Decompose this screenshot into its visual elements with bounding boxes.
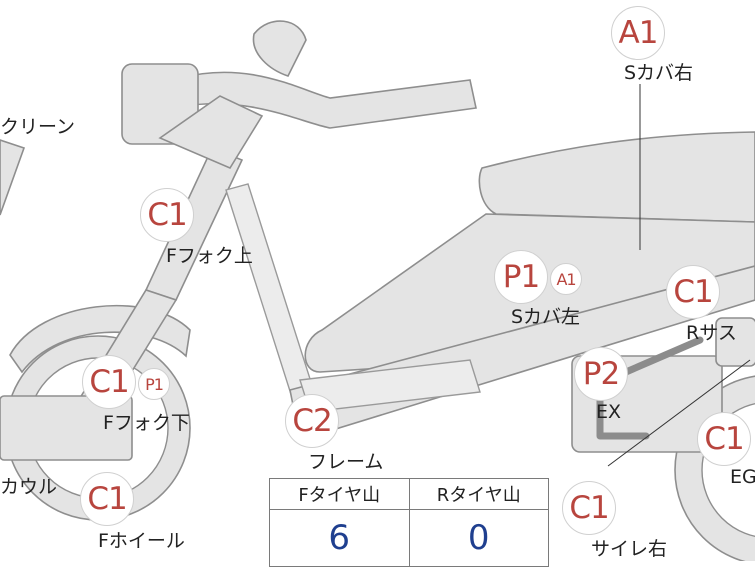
rear-tire-header: Rタイヤ山 (408, 478, 549, 510)
label-s-cover-right: Sカバ右 (624, 62, 694, 84)
label-screen: クリーン (0, 116, 76, 138)
badge-c1-fork-upper: C1 (140, 188, 194, 242)
rear-shock-shape (715, 317, 755, 367)
tire-tread-table: Fタイヤ山 Rタイヤ山 6 0 (269, 478, 549, 567)
badge-c2-frame: C2 (285, 394, 339, 448)
badge-c1-eg: C1 (697, 412, 751, 466)
seat-shape (478, 131, 755, 223)
mirror-shape (252, 20, 307, 77)
label-eg: EG (730, 466, 755, 488)
cowl-shape (0, 395, 133, 461)
label-s-cover-left: Sカバ左 (511, 306, 581, 328)
badge-a1-s-cover-left: A1 (550, 263, 582, 295)
front-tire-value[interactable]: 6 (269, 509, 410, 567)
badge-c1-rear-sus: C1 (666, 265, 720, 319)
label-fork-lower: Fフォク下 (103, 412, 190, 434)
windshield-shape (0, 139, 26, 216)
label-rear-sus: Rサス (686, 322, 737, 344)
badge-p1-fork-lower: P1 (138, 368, 170, 400)
front-tire-header: Fタイヤ山 (269, 478, 410, 510)
label-ex: EX (596, 401, 622, 423)
rear-tire-value[interactable]: 0 (408, 509, 549, 567)
label-front-wheel: Fホイール (98, 530, 185, 552)
tire-table-value-row: 6 0 (269, 509, 549, 567)
label-frame: フレーム (308, 451, 384, 473)
badge-c1-fork-lower: C1 (82, 355, 136, 409)
badge-c1-front-wheel: C1 (80, 472, 134, 526)
badge-p2-ex: P2 (574, 347, 628, 401)
frame-down-tube (225, 183, 319, 411)
badge-p1-s-cover-left: P1 (494, 250, 548, 304)
headlamp-cover-shape (158, 95, 264, 170)
label-fork-upper: Fフォク上 (166, 245, 253, 267)
badge-c1-silencer-right: C1 (562, 481, 616, 535)
label-silencer-right: サイレ右 (591, 538, 668, 560)
label-cowl: カウル (0, 476, 58, 498)
leader-line-silencer (607, 359, 751, 467)
badge-a1-s-cover-right: A1 (611, 6, 665, 60)
tire-table-header-row: Fタイヤ山 Rタイヤ山 (269, 478, 549, 510)
